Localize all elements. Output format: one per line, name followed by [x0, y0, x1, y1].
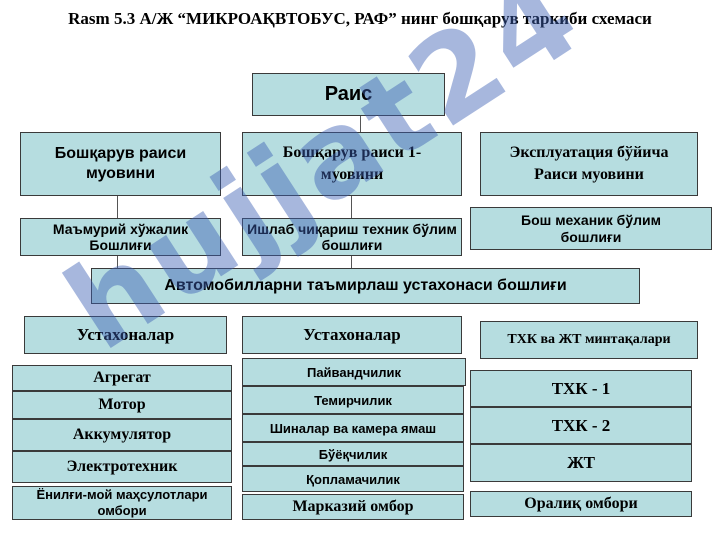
list-item-label: ЖТ — [567, 453, 595, 472]
list-item: Ёнилғи-мой маҳсулотлари омбори — [12, 486, 232, 520]
chief-mech-box: Бош механик бўлим бошлиғи — [470, 207, 712, 250]
list-item-label: Бўёқчилик — [318, 446, 388, 462]
connector-line — [117, 256, 118, 268]
list-item-label: Шиналар ва камера ямаш — [269, 420, 437, 436]
deputy-right-label: Эксплуатация бўйича Раиси муовини — [509, 144, 669, 183]
prod-head-label: Ишлаб чиқариш техник бўлим бошлиғи — [247, 221, 457, 253]
list-item-label: ТХК - 1 — [551, 378, 611, 398]
list-item: ЖТ — [470, 444, 692, 482]
deputy-mid-label: Бошқарув раиси 1- муовини — [282, 144, 422, 183]
list-item: ТХК - 2 — [470, 407, 692, 444]
list-item: Оралиқ омбори — [470, 491, 692, 517]
connector-line — [351, 256, 352, 268]
workshops-mid-label: Устахоналар — [303, 325, 401, 344]
list-item: Қопламачилик — [242, 466, 464, 492]
workshops-mid-box: Устахоналар — [242, 316, 462, 354]
list-item-label: Электротехник — [66, 458, 178, 475]
connector-line — [360, 116, 361, 132]
deputy-right-box: Эксплуатация бўйича Раиси муовини — [480, 132, 698, 196]
chief-mech-label: Бош механик бўлим бошлиғи — [521, 211, 661, 245]
rais-box: Раис — [252, 73, 445, 116]
connector-line — [117, 196, 118, 218]
list-item-label: Оралиқ омбори — [524, 495, 638, 512]
list-item: Пайвандчилик — [242, 358, 466, 386]
diagram-title: Rasm 5.3 А/Ж “МИКРОАҚВТОБУС, РАФ” нинг б… — [68, 9, 652, 28]
list-item: ТХК - 1 — [470, 370, 692, 407]
list-item: Электротехник — [12, 451, 232, 483]
list-item-label: Пайвандчилик — [306, 364, 401, 380]
list-item-label: Қопламачилик — [306, 471, 400, 487]
connector-line — [351, 196, 352, 218]
deputy-left-box: Бошқарув раиси муовини — [20, 132, 221, 196]
list-item-label: Агрегат — [93, 369, 151, 386]
workshops-left-box: Устахоналар — [24, 316, 227, 354]
admin-head-box: Маъмурий хўжалик Бошлиғи — [20, 218, 221, 256]
list-item-label: Темирчилик — [314, 392, 392, 408]
list-item: Аккумулятор — [12, 419, 232, 451]
list-item-label: Аккумулятор — [72, 426, 172, 443]
list-item: Агрегат — [12, 365, 232, 391]
list-item: Мотор — [12, 391, 232, 419]
prod-head-box: Ишлаб чиқариш техник бўлим бошлиғи — [242, 218, 462, 256]
list-item: Бўёқчилик — [242, 442, 464, 466]
repair-head-box: Автомобилларни таъмирлаш устахонаси бошл… — [91, 268, 640, 304]
deputy-left-label: Бошқарув раиси муовини — [54, 145, 187, 182]
admin-head-label: Маъмурий хўжалик Бошлиғи — [52, 221, 189, 253]
repair-head-label: Автомобилларни таъмирлаш устахонаси бошл… — [164, 277, 567, 294]
list-item: Темирчилик — [242, 386, 464, 414]
list-item-label: Ёнилғи-мой маҳсулотлари омбори — [36, 487, 208, 518]
list-item-label: ТХК - 2 — [551, 415, 611, 435]
rais-label: Раис — [324, 83, 373, 105]
list-item: Марказий омбор — [242, 494, 464, 520]
workshops-left-label: Устахоналар — [76, 325, 175, 344]
deputy-mid-box: Бошқарув раиси 1- муовини — [242, 132, 462, 196]
list-item-label: Марказий омбор — [292, 498, 414, 515]
list-item: Шиналар ва камера ямаш — [242, 414, 464, 442]
list-item-label: Мотор — [98, 396, 146, 413]
tkh-zones-box: ТХК ва ЖТ минтақалари — [480, 321, 698, 359]
tkh-zones-label: ТХК ва ЖТ минтақалари — [507, 332, 671, 347]
